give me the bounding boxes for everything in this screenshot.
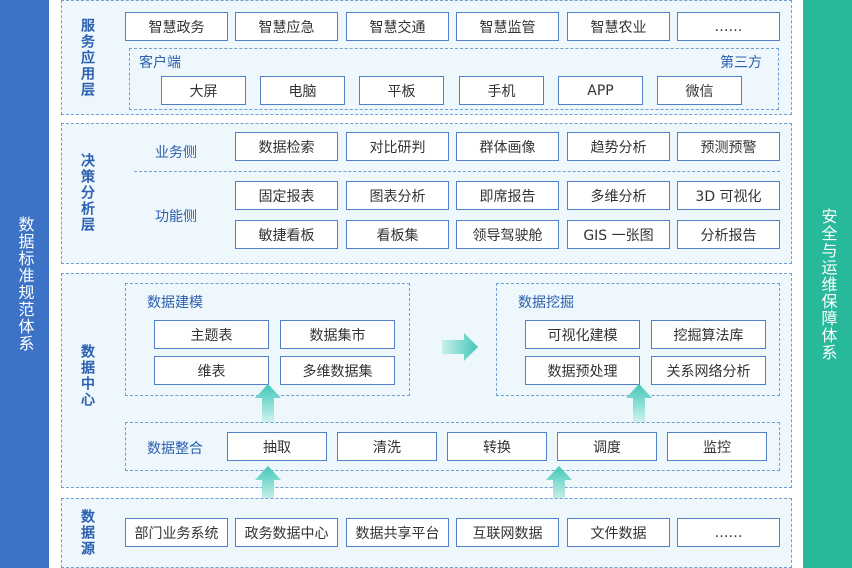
right-arrow-icon <box>442 333 478 361</box>
function-box[interactable]: 即席报告 <box>456 181 559 210</box>
mining-box[interactable]: 关系网络分析 <box>651 356 766 385</box>
client-label: 客户端 <box>139 55 181 71</box>
function-box[interactable]: 敏捷看板 <box>235 220 338 249</box>
function-box[interactable]: 3D 可视化 <box>677 181 780 210</box>
app-box-more[interactable]: …… <box>677 12 780 41</box>
business-box[interactable]: 数据检索 <box>235 132 338 161</box>
standards-bar-label: 数据标准规范体系 <box>15 216 35 352</box>
data-source-title: 数据源 <box>79 509 95 557</box>
security-ops-bar-label: 安全与运维保障体系 <box>818 207 838 361</box>
security-ops-bar: 安全与运维保障体系 <box>803 0 852 568</box>
app-box[interactable]: 智慧交通 <box>346 12 449 41</box>
app-box[interactable]: 智慧应急 <box>235 12 338 41</box>
business-side-label: 业务侧 <box>155 145 197 161</box>
source-box[interactable]: 政务数据中心 <box>235 518 338 547</box>
client-box[interactable]: 微信 <box>657 76 742 105</box>
business-box[interactable]: 对比研判 <box>346 132 449 161</box>
function-box[interactable]: 图表分析 <box>346 181 449 210</box>
function-box[interactable]: 领导驾驶舱 <box>456 220 559 249</box>
function-box[interactable]: GIS 一张图 <box>567 220 670 249</box>
source-box[interactable]: 互联网数据 <box>456 518 559 547</box>
up-arrow-icon <box>255 384 281 424</box>
integration-box[interactable]: 监控 <box>667 432 767 461</box>
business-box[interactable]: 预测预警 <box>677 132 780 161</box>
function-box[interactable]: 看板集 <box>346 220 449 249</box>
up-arrow-icon <box>255 466 281 502</box>
third-party-label: 第三方 <box>720 55 762 71</box>
integration-box[interactable]: 转换 <box>447 432 547 461</box>
integration-title: 数据整合 <box>147 441 203 457</box>
mining-box[interactable]: 数据预处理 <box>525 356 640 385</box>
app-box[interactable]: 智慧监管 <box>456 12 559 41</box>
up-arrow-icon <box>546 466 572 502</box>
app-box[interactable]: 智慧农业 <box>567 12 670 41</box>
business-box[interactable]: 群体画像 <box>456 132 559 161</box>
function-box[interactable]: 固定报表 <box>235 181 338 210</box>
app-box[interactable]: 智慧政务 <box>125 12 228 41</box>
mining-title: 数据挖掘 <box>518 295 574 311</box>
modeling-title: 数据建模 <box>147 295 203 311</box>
client-box[interactable]: APP <box>558 76 643 105</box>
up-arrow-icon <box>626 384 652 424</box>
mining-box[interactable]: 可视化建模 <box>525 320 640 349</box>
source-box[interactable]: 数据共享平台 <box>346 518 449 547</box>
modeling-box[interactable]: 维表 <box>154 356 269 385</box>
business-box[interactable]: 趋势分析 <box>567 132 670 161</box>
decision-divider <box>134 171 780 172</box>
source-box[interactable]: 文件数据 <box>567 518 670 547</box>
decision-layer-title: 决策分析层 <box>79 153 95 233</box>
integration-box[interactable]: 抽取 <box>227 432 327 461</box>
service-layer-title: 服务应用层 <box>79 18 95 98</box>
source-box[interactable]: 部门业务系统 <box>125 518 228 547</box>
integration-box[interactable]: 清洗 <box>337 432 437 461</box>
standards-bar: 数据标准规范体系 <box>0 0 49 568</box>
client-box[interactable]: 手机 <box>459 76 544 105</box>
modeling-box[interactable]: 数据集市 <box>280 320 395 349</box>
function-box[interactable]: 分析报告 <box>677 220 780 249</box>
source-box-more[interactable]: …… <box>677 518 780 547</box>
client-box[interactable]: 平板 <box>359 76 444 105</box>
integration-box[interactable]: 调度 <box>557 432 657 461</box>
data-center-title: 数据中心 <box>79 344 95 408</box>
function-box[interactable]: 多维分析 <box>567 181 670 210</box>
modeling-box[interactable]: 多维数据集 <box>280 356 395 385</box>
mining-box[interactable]: 挖掘算法库 <box>651 320 766 349</box>
modeling-box[interactable]: 主题表 <box>154 320 269 349</box>
function-side-label: 功能侧 <box>155 209 197 225</box>
client-box[interactable]: 电脑 <box>260 76 345 105</box>
client-box[interactable]: 大屏 <box>161 76 246 105</box>
